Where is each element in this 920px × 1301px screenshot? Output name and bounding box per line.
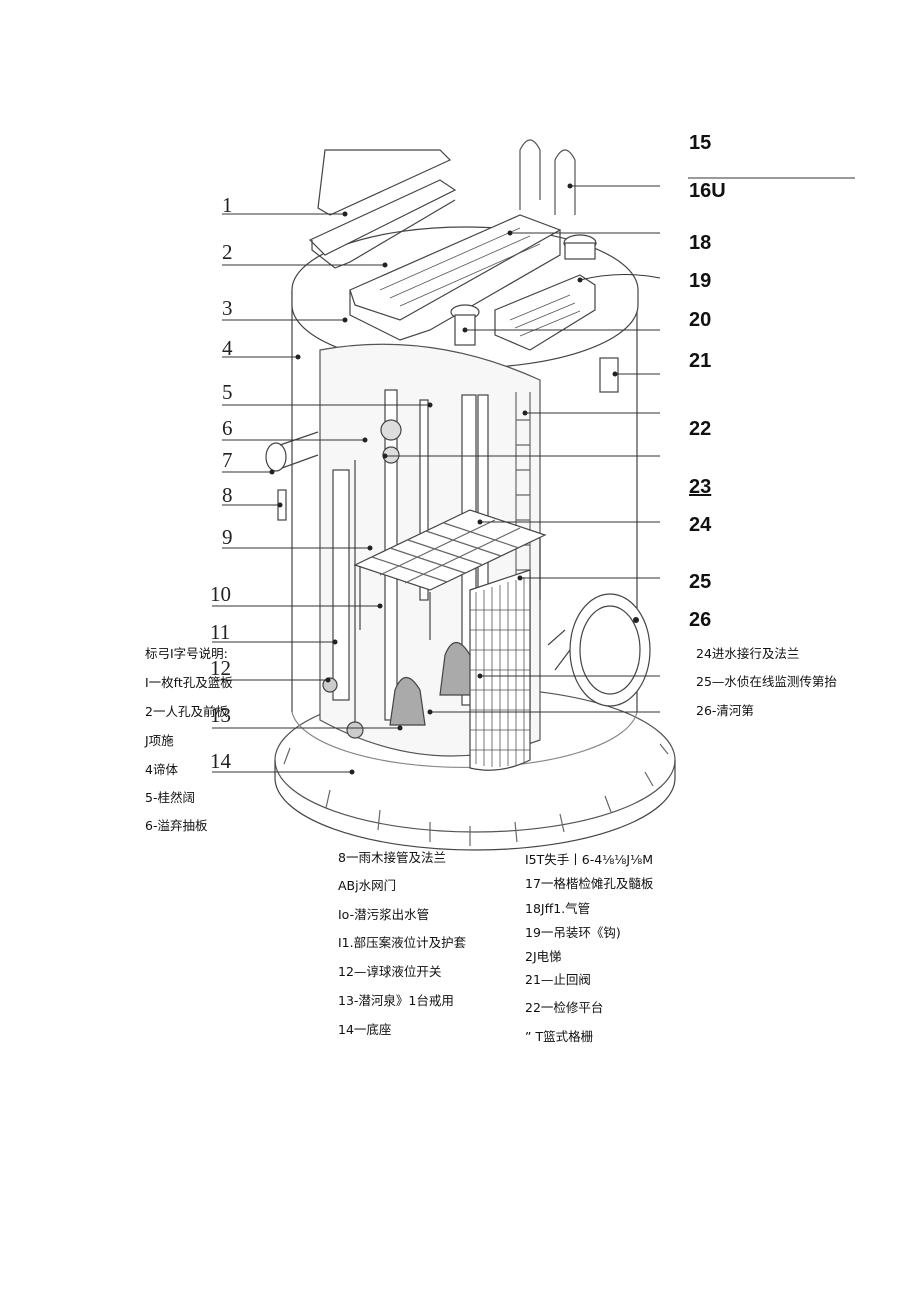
- handrail: [519, 139, 576, 215]
- callout-14: 14: [210, 749, 231, 773]
- level-gauge: [332, 469, 350, 701]
- legend-item: Io-潜污浆出水管: [338, 907, 430, 922]
- callout-13: 13: [210, 703, 231, 727]
- callout-1: 1: [222, 193, 233, 217]
- legend-item: 2J电悌: [525, 949, 562, 964]
- legend-item: 12—谆球液位开关: [338, 964, 442, 979]
- inspection-hatch: [349, 214, 562, 321]
- legend-title: 标弓I字号说明:: [145, 646, 228, 661]
- legend-item: 22一检修平台: [525, 1000, 604, 1015]
- legend-item: I1.部压案液位计及护套: [338, 935, 467, 950]
- hatch-right: [494, 274, 596, 351]
- legend-item: I5T失手丨6-4⅛⅛J⅛M: [525, 852, 654, 867]
- legend-item: 4谛体: [145, 762, 178, 777]
- hatch-left: [308, 179, 457, 256]
- callout-10: 10: [210, 582, 231, 606]
- callout-3: 3: [222, 296, 233, 320]
- legend-item: 13-潜河泉》1台戒用: [338, 993, 454, 1008]
- legend-item: ABj水网门: [338, 878, 397, 893]
- legend-item: J项施: [145, 733, 174, 748]
- callout-24: 24: [689, 514, 712, 536]
- legend-item: 14一底座: [338, 1022, 392, 1037]
- callout-23: 23: [689, 476, 712, 498]
- service-platform: [353, 509, 547, 591]
- callout-25: 25: [689, 571, 712, 593]
- callout-26: 26: [689, 609, 712, 631]
- callout-18: 18: [689, 232, 712, 254]
- legend-item: 5-桂然阔: [145, 790, 195, 805]
- callout-12: 12: [210, 656, 231, 680]
- legend-item: I一枚ft孔及篮板: [145, 675, 233, 690]
- left-leader-lines: [212, 213, 430, 773]
- check-valve: [380, 419, 402, 441]
- left-leader-dots: [269, 211, 433, 775]
- right-leader-lines: [385, 177, 855, 713]
- callout-19: 19: [689, 270, 712, 292]
- legend-item: 26-清河第: [696, 703, 754, 718]
- legend-item: 6-溢弃抽板: [145, 818, 208, 833]
- monitor-box: [599, 357, 619, 393]
- legend-item: 24进水接行及法兰: [696, 646, 800, 661]
- legend-item: 18Jff1.气管: [525, 901, 591, 916]
- callout-21: 21: [689, 350, 712, 372]
- callout-8: 8: [222, 483, 233, 507]
- pump: [389, 676, 426, 726]
- legend-item: ” T篮式格栅: [525, 1029, 594, 1044]
- callout-20: 20: [689, 309, 712, 331]
- legend-item: 21—止回阀: [525, 972, 591, 987]
- callout-22: 22: [689, 418, 712, 440]
- inlet-flange: [569, 593, 651, 707]
- callout-2: 2: [222, 240, 233, 264]
- legend-item: 2一人孔及前板: [145, 704, 228, 719]
- right-leader-dots: [382, 183, 639, 715]
- callout-4: 4: [222, 336, 233, 360]
- overflow-flange: [265, 442, 287, 472]
- callout-15: 15: [689, 132, 712, 154]
- callout-7: 7: [222, 448, 233, 472]
- legend-item: 25—水侦在线监测传第抬: [696, 674, 837, 689]
- callout-9: 9: [222, 525, 233, 549]
- legend-item: 8一雨木接管及法兰: [338, 850, 446, 865]
- callout-5: 5: [222, 380, 233, 404]
- legend-item: 19一吊装环《钩): [525, 925, 621, 940]
- legend-item: 17一格楷检傩孔及髓板: [525, 876, 654, 891]
- callout-6: 6: [222, 416, 233, 440]
- callout-16: 16U: [689, 180, 726, 202]
- callout-11: 11: [210, 620, 231, 644]
